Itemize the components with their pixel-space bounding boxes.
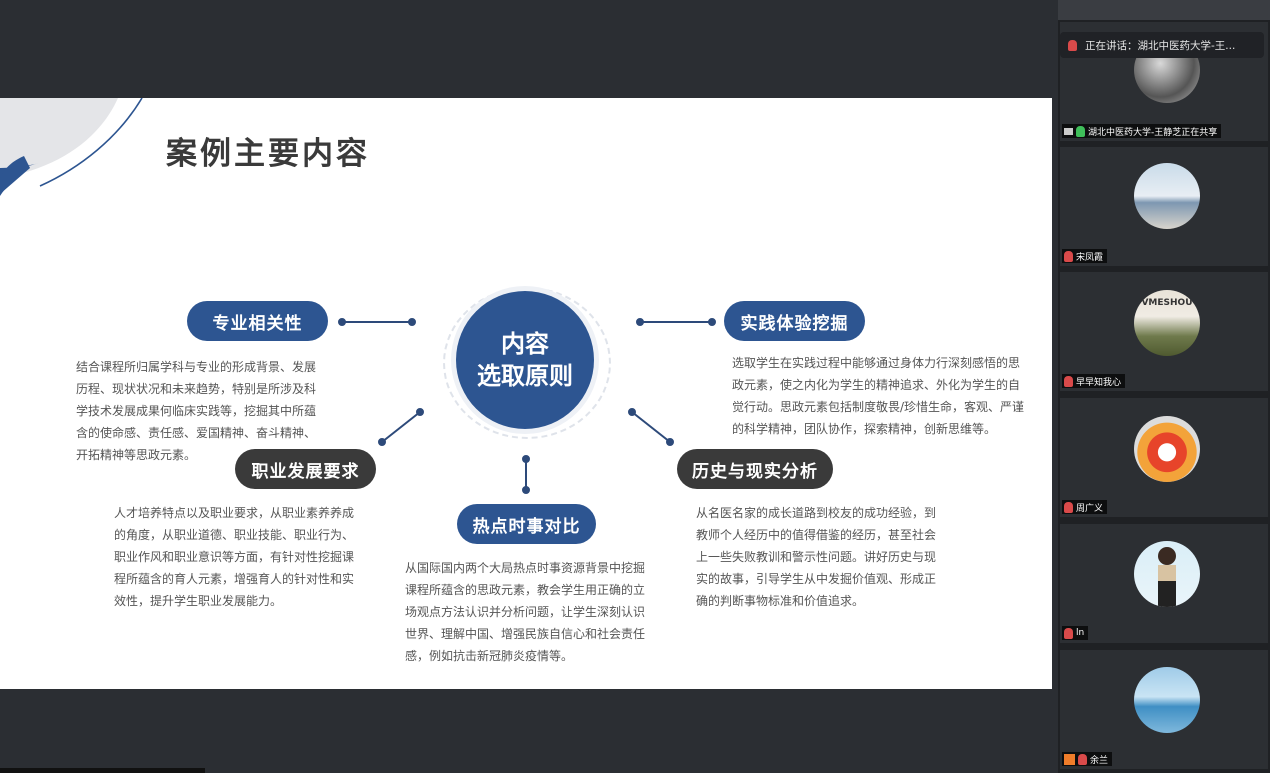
participant-label: 余兰: [1062, 752, 1113, 766]
desc-hot-topics: 从国际国内两个大局热点时事资源背景中挖掘课程所蕴含的思政元素，教会学生用正确的立…: [405, 561, 646, 663]
center-line-2: 选取原则: [477, 362, 573, 390]
mic-on-icon: [1076, 125, 1085, 137]
center-ring: [443, 287, 611, 439]
participant-label: 宋凤霞: [1062, 249, 1108, 263]
mic-muted-icon: [1064, 501, 1073, 513]
mic-muted-icon: [1068, 39, 1077, 51]
speaking-indicator: 正在讲话：湖北中医药大学-王...: [1060, 32, 1264, 58]
participant-label: 周广义: [1062, 500, 1108, 514]
corner-decoration: [0, 98, 143, 196]
bottom-toolbar-strip: [0, 768, 205, 773]
participant-label: 湖北中医药大学-王静芝正在共享: [1062, 124, 1222, 138]
participant-tile-3[interactable]: VMESHOU 早早知我心: [1060, 272, 1268, 391]
node-history-reality: 历史与现实分析: [677, 449, 833, 489]
mic-muted-icon: [1078, 753, 1087, 765]
participant-tile-6[interactable]: 余兰: [1060, 650, 1268, 769]
node-hot-topics: 热点时事对比: [457, 504, 596, 544]
desc-practice-experience: 选取学生在实践过程中能够通过身体力行深刻感悟的思政元素，使之内化为学生的精神追求…: [732, 356, 1025, 436]
participant-label: ln: [1062, 626, 1089, 640]
desc-career-requirements: 人才培养特点以及职业要求，从职业素养养成的角度，从职业道德、职业技能、职业行为、…: [114, 506, 355, 608]
tiger-face-avatar-icon: [1134, 416, 1200, 482]
participant-tile-4[interactable]: 周广义: [1060, 398, 1268, 517]
node-career-requirements: 职业发展要求: [235, 449, 376, 489]
desc-history-reality: 从名医名家的成长道路到校友的成功经验，到教师个人经历中的值得借鉴的经历，甚至社会…: [696, 506, 937, 608]
user-badge-icon: [1064, 753, 1075, 765]
vmeshou-avatar-icon: VMESHOU: [1134, 290, 1200, 356]
participant-tile-5[interactable]: ln: [1060, 524, 1268, 643]
participant-tile-2[interactable]: 宋凤霞: [1060, 147, 1268, 266]
connector-lines: [338, 318, 716, 494]
sidebar-header[interactable]: [1058, 0, 1270, 20]
slide-title: 案例主要内容: [166, 136, 370, 172]
slide: 案例主要内容 内容 选取原则 专业相关性 结合课程所归属学科与专业的形成背景、发…: [0, 98, 1052, 689]
mic-muted-icon: [1064, 375, 1073, 387]
participant-label: 早早知我心: [1062, 374, 1126, 388]
cartoon-woman-avatar-icon: [1134, 541, 1200, 607]
desc-professional-relevance: 结合课程所归属学科与专业的形成背景、发展历程、现状状况和未来趋势，特别是所涉及科…: [76, 360, 317, 462]
center-circle: 内容 选取原则: [456, 291, 594, 429]
mic-muted-icon: [1064, 250, 1073, 262]
participant-sidebar: 湖北中医药大学-王静芝正在共享 正在讲话：湖北中医药大学-王... 宋凤霞 VM…: [1058, 0, 1270, 773]
beach-person-avatar-icon: [1134, 163, 1200, 229]
mic-muted-icon: [1064, 627, 1073, 639]
node-professional-relevance: 专业相关性: [187, 301, 328, 341]
presentation-stage: 案例主要内容 内容 选取原则 专业相关性 结合课程所归属学科与专业的形成背景、发…: [0, 98, 1052, 773]
node-practice-experience: 实践体验挖掘: [724, 301, 865, 341]
sea-photo-avatar-icon: [1134, 667, 1200, 733]
screen-share-icon: [1064, 127, 1073, 135]
center-line-1: 内容: [501, 330, 549, 358]
